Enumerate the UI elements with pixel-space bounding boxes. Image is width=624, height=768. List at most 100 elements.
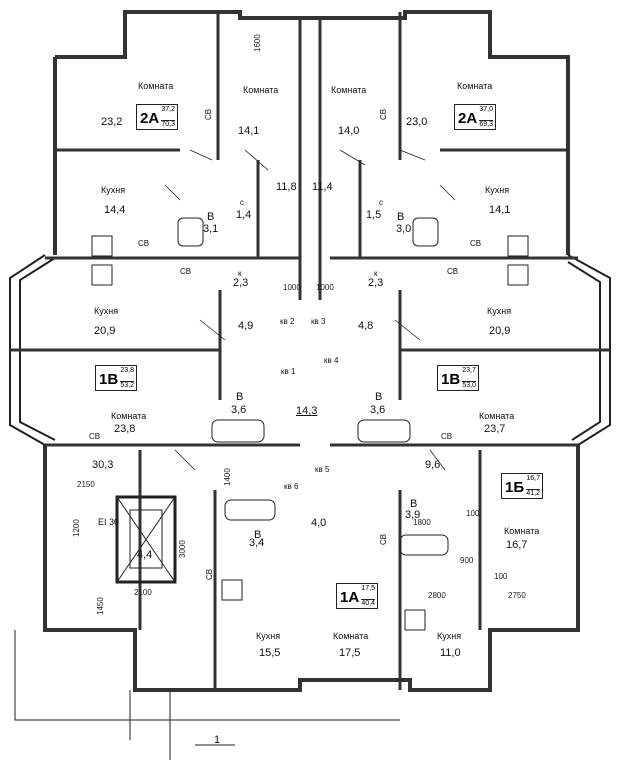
bath-area: 3,6	[231, 404, 247, 416]
apartment-code: 2А	[458, 110, 478, 127]
room-name: Кухня	[101, 185, 126, 195]
apartment-badge-1a: 1А 17,5 40,4	[336, 583, 378, 609]
room-name: Комната	[331, 85, 367, 95]
bath-area: 3,4	[249, 537, 265, 549]
room-area: 17,5	[339, 647, 361, 659]
dimension-label: 2150	[77, 480, 95, 489]
bath-letter: В	[397, 211, 405, 223]
apartment-badge-2a-left: 2А 37,2 70,3	[136, 104, 178, 130]
apartment-total-area: 40,4	[361, 599, 375, 607]
bath-area: 3,6	[370, 404, 386, 416]
apartment-total-area: 41,2	[526, 489, 540, 497]
hall-area: 4,8	[358, 320, 374, 332]
dimension-label: 2100	[134, 588, 152, 597]
dimension-label: 1200	[72, 519, 81, 537]
apartment-number: кв 5	[315, 465, 330, 474]
apartment-code: 1В	[441, 371, 461, 388]
dimension-label: 2750	[508, 591, 526, 600]
dimension-label: 100	[494, 572, 508, 581]
apartment-code: 1В	[99, 371, 119, 388]
apartment-number: кв 1	[281, 367, 296, 376]
ventilation-label: СВ	[204, 108, 213, 120]
room-name: Кухня	[437, 631, 462, 641]
room-area: 14,0	[338, 125, 360, 137]
pantry-letter: к	[238, 269, 242, 278]
bath-area: 3,9	[405, 509, 421, 521]
corridor-area: 14,3	[296, 405, 318, 417]
dimension-label: 2800	[428, 591, 446, 600]
wc-letter: с	[240, 198, 244, 207]
bath-letter: В	[236, 391, 244, 403]
hall-area: 11,4	[312, 181, 333, 193]
dimension-label: 3000	[178, 540, 187, 558]
room-area: 14,4	[104, 204, 126, 216]
dimension-label: 1600	[253, 34, 262, 52]
bath-area: 3,1	[203, 223, 219, 235]
lift-label: EI 30	[98, 517, 120, 527]
room-name: Комната	[504, 526, 540, 536]
ventilation-label: СВ	[441, 432, 453, 441]
ventilation-label: СВ	[447, 267, 459, 276]
ventilation-label: СВ	[205, 568, 214, 580]
apartment-total-area: 70,3	[161, 120, 175, 128]
wc-area: 1,5	[366, 209, 382, 221]
apartment-badge-2a-right: 2А 37,0 69,3	[454, 104, 496, 130]
lobby-area: 30,3	[92, 459, 114, 471]
room-name: Комната	[479, 411, 515, 421]
room-name: Комната	[111, 411, 147, 421]
hall-area: 4,9	[238, 320, 254, 332]
room-area: 23,7	[484, 423, 506, 435]
bath-letter: В	[207, 211, 215, 223]
pantry-area: 2,3	[233, 277, 249, 289]
bath-letter: В	[375, 391, 383, 403]
room-area: 14,1	[238, 125, 260, 137]
room-area: 11,0	[440, 647, 461, 659]
bathtubs	[177, 217, 449, 556]
apartment-number: кв 6	[284, 482, 299, 491]
apartment-code: 1А	[340, 589, 360, 606]
apartment-total-area: 53,0	[462, 381, 476, 389]
apartment-number: кв 3	[311, 317, 326, 326]
ventilation-label: СВ	[379, 108, 388, 120]
apartment-living-area: 16,7	[526, 475, 540, 482]
room-name: Комната	[457, 81, 493, 91]
room-area: 16,7	[506, 539, 528, 551]
apartment-total-area: 69,3	[479, 120, 493, 128]
apartment-badge-1v-left: 1В 23,8 53,2	[95, 365, 137, 391]
apartment-badge-1b: 1Б 16,7 41,2	[501, 473, 543, 499]
stairs	[14, 630, 400, 760]
apartment-living-area: 17,5	[361, 585, 375, 592]
dimension-label: 100	[466, 509, 480, 518]
ventilation-label: СВ	[379, 533, 388, 545]
dimension-label: 1000	[316, 283, 334, 292]
hall-area: 11,8	[276, 181, 297, 193]
exterior-walls	[43, 10, 580, 692]
ventilation-label: СВ	[180, 267, 192, 276]
bath-area: 3,0	[396, 223, 412, 235]
apartment-code: 1Б	[505, 479, 525, 496]
ventilation-label: СВ	[470, 239, 482, 248]
room-name: Кухня	[94, 306, 119, 316]
bath-letter: В	[410, 498, 418, 510]
section-mark: 1	[214, 734, 221, 746]
ventilation-label: СВ	[138, 239, 150, 248]
interior-walls	[10, 12, 610, 690]
dimension-label: 1400	[223, 468, 232, 486]
room-area: 23,0	[406, 116, 428, 128]
stoves	[91, 235, 529, 631]
ventilation-label: СВ	[89, 432, 101, 441]
hall-area: 4,0	[311, 517, 327, 529]
room-name: Комната	[243, 85, 279, 95]
apartment-badge-1v-right: 1В 23,7 53,0	[437, 365, 479, 391]
bath-letter: В	[254, 529, 262, 541]
room-area: 15,5	[259, 647, 281, 659]
dimension-label: 1000	[283, 283, 301, 292]
wc-area: 1,4	[236, 209, 252, 221]
apartment-number: кв 2	[280, 317, 295, 326]
apartment-number: кв 4	[324, 356, 339, 365]
room-area: 23,2	[101, 116, 123, 128]
room-name: Кухня	[485, 185, 510, 195]
apartment-code: 2А	[140, 110, 160, 127]
wc-letter: с	[379, 198, 383, 207]
